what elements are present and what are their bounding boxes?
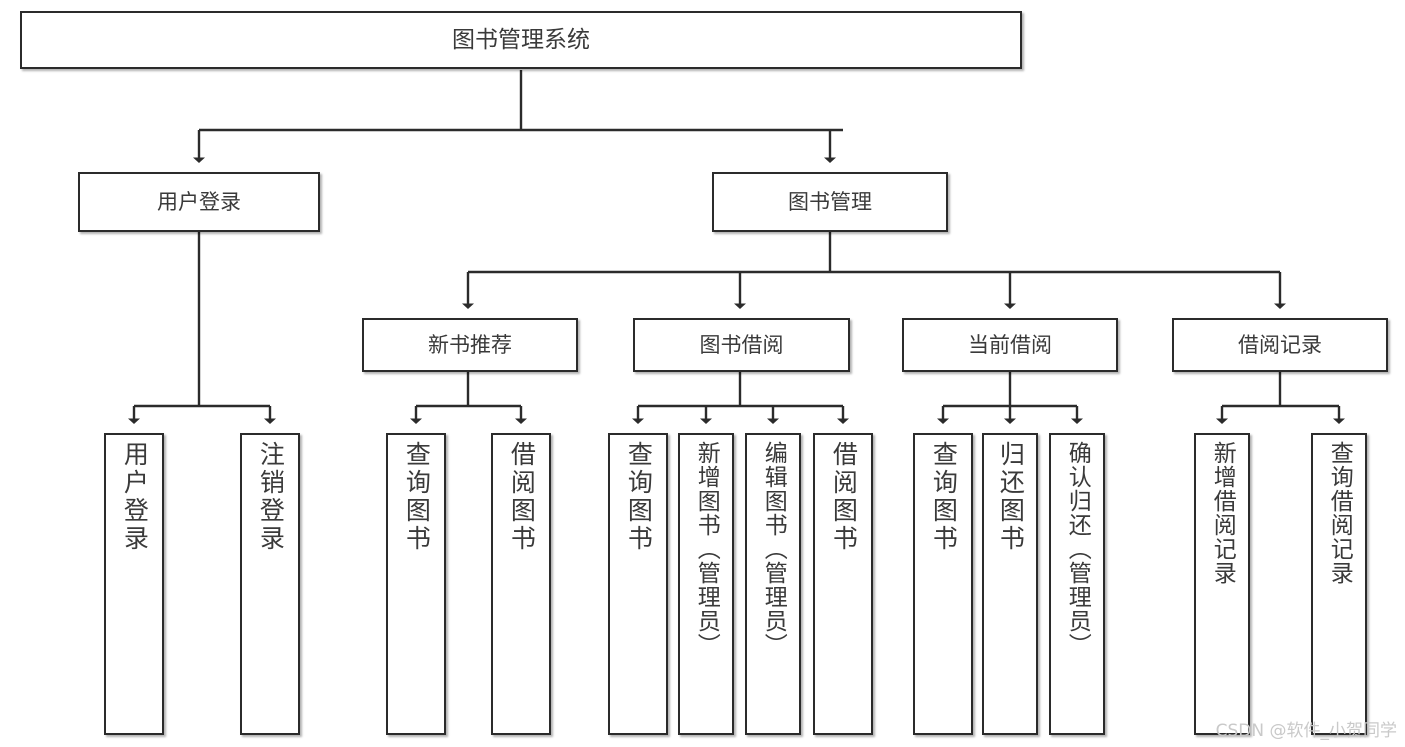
node-current-borrow[interactable]: 当前借阅 xyxy=(902,318,1118,372)
leaf-borrow-record-query[interactable]: 查询借阅记录 xyxy=(1311,433,1367,735)
node-label: 确认归还（管理员） xyxy=(1064,441,1091,657)
node-label: 新书推荐 xyxy=(428,332,512,357)
node-label: 借阅图书 xyxy=(829,441,859,553)
node-label: 用户登录 xyxy=(120,441,150,553)
node-borrow-record[interactable]: 借阅记录 xyxy=(1172,318,1388,372)
node-root-system[interactable]: 图书管理系统 xyxy=(20,11,1022,69)
leaf-book-borrow-edit[interactable]: 编辑图书（管理员） xyxy=(745,433,801,735)
node-label: 查询图书 xyxy=(624,441,654,553)
node-label: 注销登录 xyxy=(256,441,286,553)
node-label: 查询图书 xyxy=(929,441,959,553)
leaf-current-borrow-confirm-return[interactable]: 确认归还（管理员） xyxy=(1049,433,1105,735)
leaf-current-borrow-return[interactable]: 归还图书 xyxy=(982,433,1038,735)
node-label: 归还图书 xyxy=(996,441,1026,553)
leaf-book-borrow-add[interactable]: 新增图书（管理员） xyxy=(678,433,734,735)
node-label: 图书借阅 xyxy=(699,332,784,357)
node-label: 新增图书（管理员） xyxy=(693,441,720,657)
leaf-user-login-logout[interactable]: 注销登录 xyxy=(240,433,300,735)
node-user-login[interactable]: 用户登录 xyxy=(78,172,320,232)
node-book-management[interactable]: 图书管理 xyxy=(712,172,948,232)
leaf-new-book-borrow[interactable]: 借阅图书 xyxy=(491,433,551,735)
leaf-user-login-login[interactable]: 用户登录 xyxy=(104,433,164,735)
leaf-borrow-record-add[interactable]: 新增借阅记录 xyxy=(1194,433,1250,735)
leaf-book-borrow-query[interactable]: 查询图书 xyxy=(608,433,668,735)
node-book-borrow[interactable]: 图书借阅 xyxy=(633,318,850,372)
node-label: 新增借阅记录 xyxy=(1209,441,1236,585)
leaf-new-book-query[interactable]: 查询图书 xyxy=(386,433,446,735)
node-label: 查询借阅记录 xyxy=(1326,441,1353,585)
node-new-book-recommend[interactable]: 新书推荐 xyxy=(362,318,578,372)
csdn-watermark: CSDN @软件_小贺同学 xyxy=(1215,721,1397,741)
node-label: 当前借阅 xyxy=(968,332,1052,357)
leaf-current-borrow-query[interactable]: 查询图书 xyxy=(913,433,973,735)
node-label: 借阅记录 xyxy=(1238,332,1322,357)
node-label: 查询图书 xyxy=(402,441,432,553)
node-label: 图书管理系统 xyxy=(452,26,590,53)
node-label: 图书管理 xyxy=(788,189,872,214)
node-label: 借阅图书 xyxy=(507,441,537,553)
node-label: 编辑图书（管理员） xyxy=(760,441,787,657)
node-label: 用户登录 xyxy=(157,189,241,214)
leaf-book-borrow-borrow[interactable]: 借阅图书 xyxy=(813,433,873,735)
